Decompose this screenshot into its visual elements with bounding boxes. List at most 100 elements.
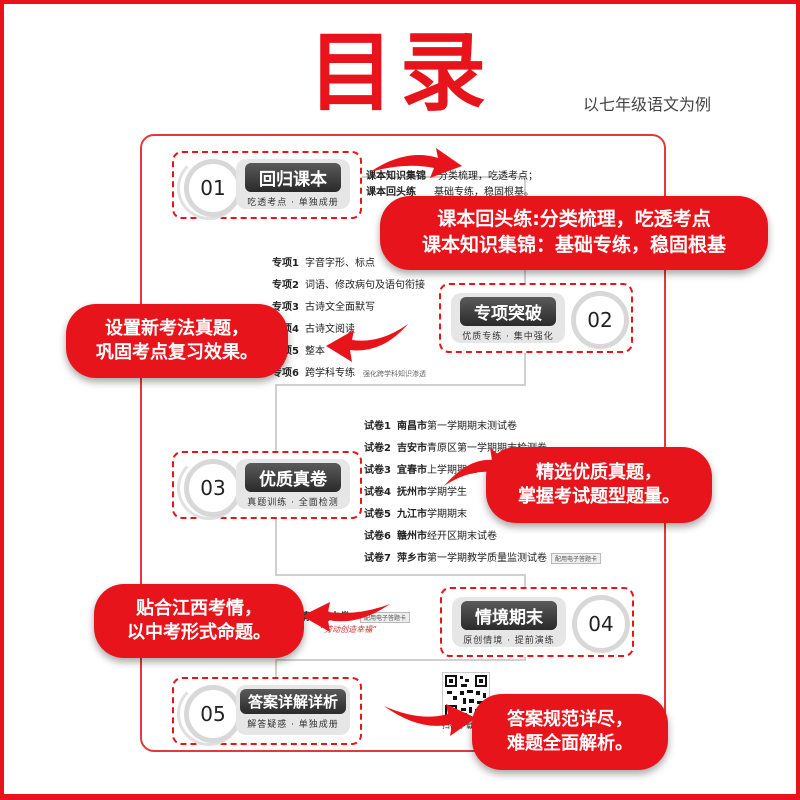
item-text: 第一学期教学质量监测试卷 — [426, 553, 547, 564]
special-item-1: 专项1 字音字形、标点 — [272, 254, 375, 269]
arrow-icon — [302, 602, 390, 632]
callout-special: 设置新考法真题， 巩固考点复习效果。 — [66, 304, 288, 378]
item-city: 吉安市 — [396, 443, 427, 454]
item-text: 古诗文阅读 — [304, 324, 355, 335]
section-05: 05 答案详解详析 解答疑惑 · 单独成册 — [172, 677, 362, 746]
callout-line-1: 贴合江西考情， — [136, 597, 262, 619]
top-border — [0, 0, 800, 4]
qr-caption: 扫码下载答案 — [442, 721, 490, 730]
item-text: 青原区第一学期期末检测卷 — [426, 443, 547, 454]
page-subtitle: 以七年级语文为例 — [583, 95, 712, 114]
callout-exam: 精选优质真题， 掌握考试题型题量。 — [486, 447, 712, 523]
section-sub: 原创情境 · 提前演练 — [463, 636, 555, 646]
item-label: 试卷1 — [364, 421, 391, 432]
callout-situation: 贴合江西考情， 以中考形式命题。 — [94, 584, 304, 658]
num-ring — [177, 456, 241, 520]
item-label: 试卷2 — [364, 443, 391, 454]
section-sub: 解答疑惑 · 单独成册 — [247, 720, 339, 730]
item-city: 宜春市 — [396, 465, 427, 476]
section-number: 05 — [184, 685, 242, 743]
special-item-3: 专项3 古诗文全面默写 — [272, 298, 375, 313]
page-title: 目录 — [308, 23, 492, 123]
item-text: 古诗文全面默写 — [304, 302, 375, 313]
section-number: 04 — [572, 595, 630, 653]
item-text: 经开区期末试卷 — [426, 531, 497, 542]
item-text: 学期学生 — [426, 487, 467, 498]
exam-item-1: 试卷1 南昌市第一学期期末测试卷 — [364, 417, 517, 432]
callout-line-2: 巩固考点复习效果。 — [96, 342, 258, 363]
item-text: 字音字形、标点 — [304, 258, 375, 269]
left-border — [0, 0, 4, 800]
callout-answer: 答案规范详尽， 难题全面解析。 — [472, 694, 668, 770]
item-note: 强化跨学科知识渗透 — [362, 370, 426, 378]
item-label: 专项2 — [272, 280, 299, 291]
section-name: 优质真卷 — [245, 463, 341, 492]
section-01: 01 回归课本 吃透考点 · 单独成册 — [172, 151, 362, 220]
section-number: 02 — [571, 291, 629, 349]
item-text: 学期期末 — [426, 509, 467, 520]
arrow-icon — [444, 448, 514, 486]
item-label: 试卷5 — [364, 509, 391, 520]
item-text: 上学期期末 — [426, 465, 477, 476]
book-item-2: 课本回头练 基础专练，稳固根基。 — [366, 183, 534, 198]
book-item-1: 课本知识集锦 分类梳理，吃透考点； — [366, 167, 538, 182]
exam-item-6: 试卷6 赣州市经开区期末试卷 — [364, 527, 497, 542]
exam-item-7: 试卷7 萍乡市第一学期教学质量监测试卷配用电子答题卡 — [364, 549, 601, 564]
callout-book: 课本回头练:分类梳理，吃透考点 课本知识集锦：基础专练，稳固根基 — [380, 196, 768, 270]
item-label: 试卷4 — [364, 487, 391, 498]
item-label: 试卷7 — [364, 553, 391, 564]
item-city: 九江市 — [396, 509, 427, 520]
section-label: 答案详解详析 解答疑惑 · 单独成册 — [236, 685, 350, 735]
section-name: 回归课本 — [245, 163, 341, 192]
item-city: 南昌市 — [396, 421, 427, 432]
section-sub: 真题训练 · 全面检测 — [247, 498, 339, 508]
item-label: 试卷3 — [364, 465, 391, 476]
section-number: 03 — [184, 459, 242, 517]
item-text: 基础专练，稳固根基。 — [434, 187, 534, 198]
situation-quote: “劳动创造幸福” — [320, 625, 377, 634]
item-label: 专项1 — [272, 258, 299, 269]
callout-line-2: 掌握考试题型题量。 — [518, 486, 680, 507]
item-tag: 配用电子答题卡 — [550, 552, 601, 564]
callout-line-2: 难题全面解析。 — [507, 733, 633, 754]
item-label: 试卷6 — [364, 531, 391, 542]
exam-item-3: 试卷3 宜春市上学期期末 — [364, 461, 477, 476]
callout-line-1: 设置新考法真题， — [105, 317, 249, 339]
item-text: 整本 — [304, 346, 325, 357]
section-04: 情境期末 原创情境 · 提前演练 04 — [440, 587, 634, 657]
section-label: 情境期末 原创情境 · 提前演练 — [452, 597, 566, 647]
section-02: 专项突破 优质专练 · 集中强化 02 — [439, 283, 633, 353]
section-label: 优质真卷 真题训练 · 全面检测 — [236, 459, 350, 509]
arrow-icon — [370, 148, 462, 178]
section-03: 03 优质真卷 真题训练 · 全面检测 — [172, 451, 362, 520]
item-label: 课本知识集锦 — [366, 171, 426, 182]
exam-item-2: 试卷2 吉安市青原区第一学期期末检测卷 — [364, 439, 547, 454]
exam-item-5: 试卷5 九江市学期期末 — [364, 505, 467, 520]
section-sub: 吃透考点 · 单独成册 — [247, 198, 339, 208]
section-label: 回归课本 吃透考点 · 单独成册 — [236, 159, 350, 209]
arrow-icon — [384, 704, 476, 736]
item-city: 萍乡市 — [396, 553, 427, 564]
callout-line-2: 课本知识集锦：基础专练，稳固根基 — [421, 234, 726, 256]
item-label: 专项3 — [272, 302, 299, 313]
callout-line-1: 精选优质真题， — [536, 461, 662, 483]
section-name: 专项突破 — [460, 297, 556, 326]
section-name: 情境期末 — [461, 601, 557, 630]
item-text: 第一学期期末测试卷 — [426, 421, 517, 432]
item-label: 专项6 — [272, 368, 299, 379]
item-city: 赣州市 — [396, 531, 427, 542]
item-text: 分类梳理，吃透考点； — [438, 171, 538, 182]
section-sub: 优质专练 · 集中强化 — [462, 332, 554, 342]
section-name: 答案详解详析 — [239, 689, 346, 714]
item-label: 课本回头练 — [366, 187, 416, 198]
section-number: 01 — [184, 159, 242, 217]
callout-line-1: 答案规范详尽， — [507, 708, 633, 730]
item-text: 跨学科专练 — [304, 368, 355, 379]
num-ring — [177, 156, 241, 220]
item-city: 抚州市 — [396, 487, 427, 498]
num-ring — [177, 682, 241, 746]
special-item-6: 专项6 跨学科专练强化跨学科知识渗透 — [272, 364, 426, 379]
right-border — [796, 0, 800, 800]
